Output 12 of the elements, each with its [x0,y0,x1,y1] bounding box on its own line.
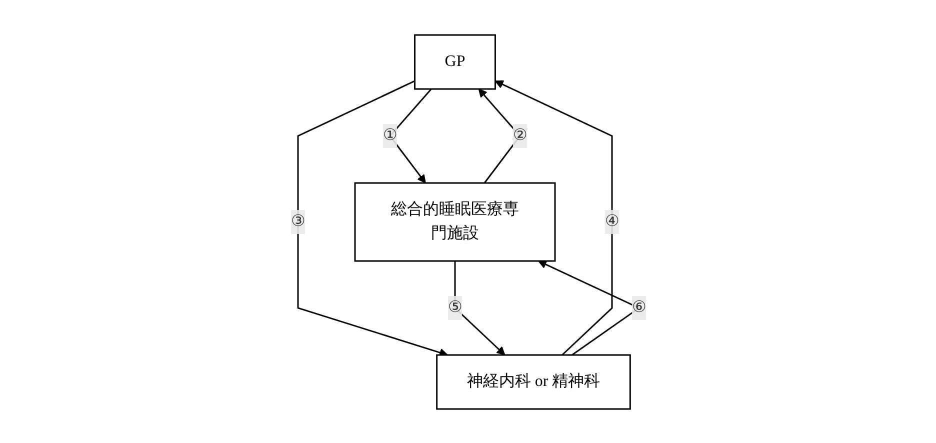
edge-label: ④ [604,212,618,230]
arrow [296,80,448,356]
edge-label: ② [512,126,526,144]
edge-label: ⑤ [448,298,462,316]
node-box: 総合的睡眠医療専門施設 [354,182,556,262]
edge-label: ① [382,126,396,144]
arrow [454,260,505,355]
node-box: GP [414,34,496,90]
arrow [494,80,612,356]
edge-label: ⑥ [632,298,646,316]
node-box: 神経内科 or 精神科 [436,354,630,410]
edge-label: ③ [290,212,304,230]
